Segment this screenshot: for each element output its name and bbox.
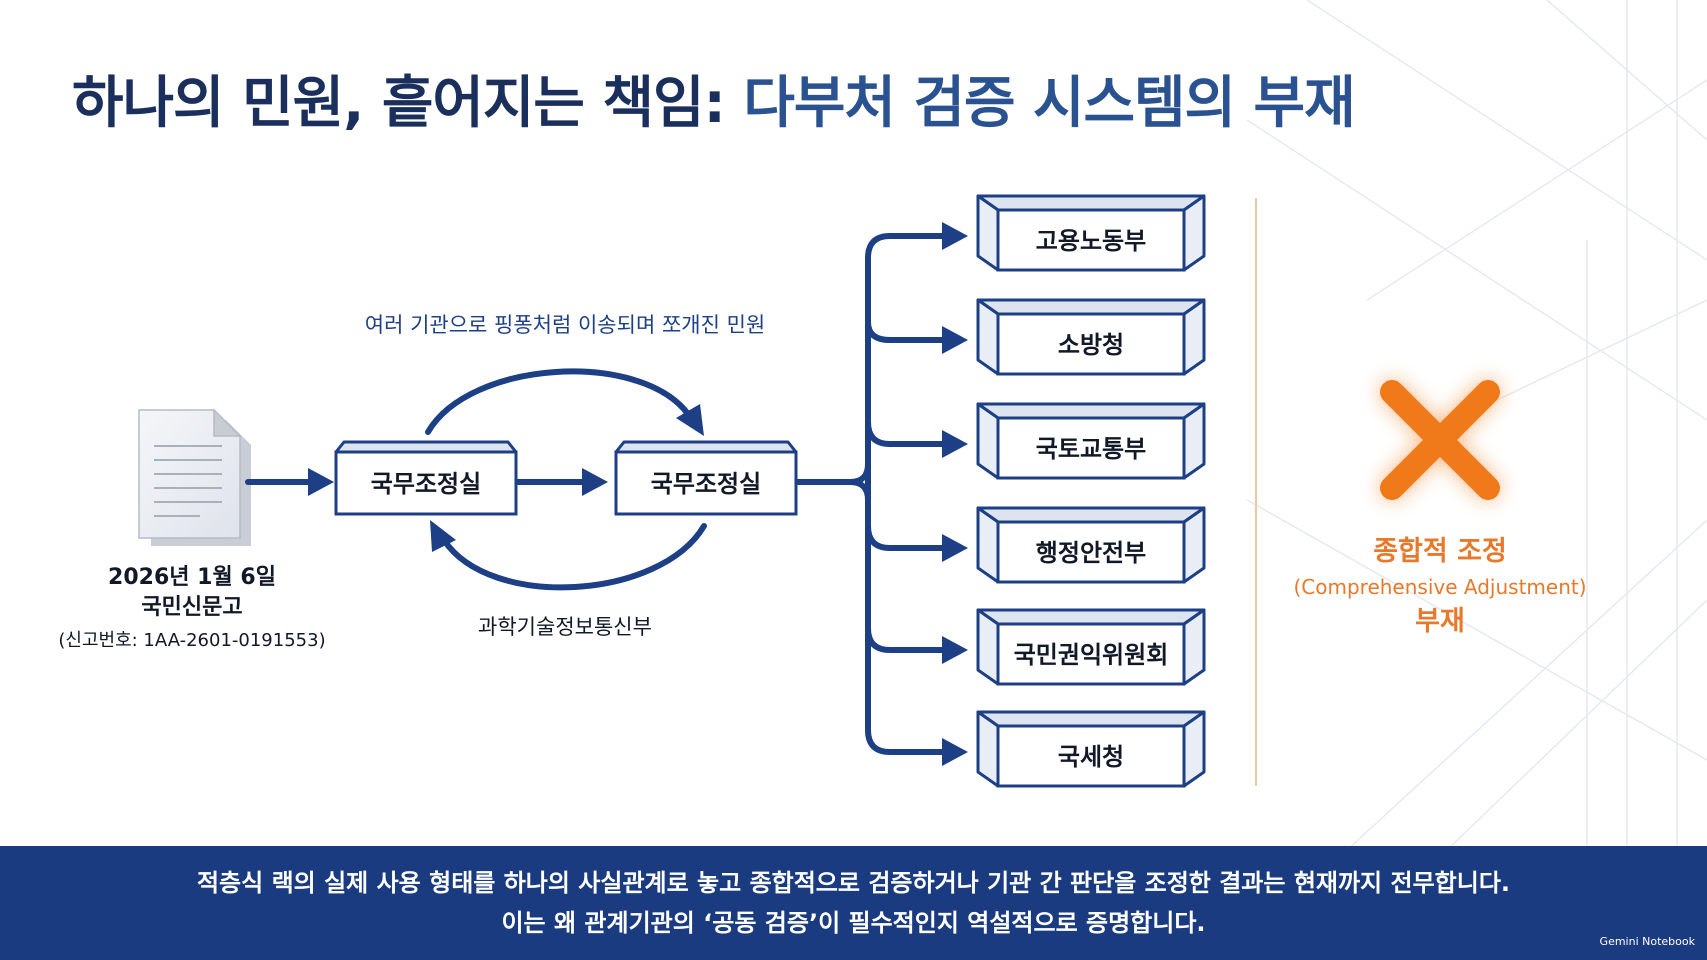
- agency-label-3: 국토교통부: [1036, 435, 1146, 463]
- pingpong-arrow-top: [425, 368, 704, 436]
- absence-line2: (Comprehensive Adjustment): [1293, 575, 1586, 599]
- agency-box-5: 국민권익위원회: [976, 608, 1206, 686]
- agency-box-4: 행정안전부: [976, 506, 1206, 584]
- footer-line2: 이는 왜 관계기관의 ‘공동 검증’이 필수적인지 역설적으로 증명합니다.: [501, 909, 1206, 937]
- box2-label: 국무조정실: [651, 470, 761, 498]
- arrow-box1-to-box2: [515, 468, 608, 496]
- absence-line3: 부재: [1415, 606, 1465, 637]
- agency-box-6: 국세청: [976, 710, 1206, 788]
- agency-label-2: 소방청: [1058, 331, 1124, 359]
- box1-label: 국무조정실: [371, 470, 481, 498]
- box-coordination-office-2: 국무조정실: [614, 440, 798, 516]
- x-mark-icon: [1380, 380, 1500, 500]
- absence-line1: 종합적 조정: [1373, 536, 1507, 567]
- branch-arrows: [795, 222, 968, 766]
- agency-label-5: 국민권익위원회: [1014, 641, 1169, 669]
- agency-box-2: 소방청: [976, 298, 1206, 376]
- pingpong-label: 여러 기관으로 핑퐁처럼 이송되며 쪼개진 민원: [365, 313, 765, 337]
- return-label: 과학기술정보통신부: [478, 615, 652, 639]
- box-coordination-office-1: 국무조정실: [334, 440, 518, 516]
- flow-diagram: 2026년 1월 6일 국민신문고 (신고번호: 1AA-2601-019155…: [58, 194, 1587, 788]
- title-part1: 하나의 민원, 흩어지는 책임:: [72, 71, 726, 136]
- arrow-doc-to-box1: [245, 468, 334, 496]
- document-icon: [138, 408, 251, 546]
- brand-label: Gemini Notebook: [1599, 935, 1695, 948]
- agency-label-1: 고용노동부: [1036, 227, 1146, 255]
- title-part2: 다부처 검증 시스템의 부재: [743, 71, 1355, 136]
- source-report-number: (신고번호: 1AA-2601-0191553): [58, 630, 325, 651]
- agency-box-1: 고용노동부: [976, 194, 1206, 272]
- agency-label-6: 국세청: [1058, 743, 1124, 771]
- background-grid: [1247, 0, 1707, 850]
- source-date: 2026년 1월 6일: [108, 565, 276, 590]
- footer-line1: 적층식 랙의 실제 사용 형태를 하나의 사실관계로 놓고 종합적으로 검증하거…: [196, 869, 1511, 897]
- pingpong-arrow-bottom: [430, 520, 707, 591]
- agency-label-4: 행정안전부: [1036, 539, 1146, 567]
- agency-box-3: 국토교통부: [976, 402, 1206, 480]
- footer-banner: 적층식 랙의 실제 사용 형태를 하나의 사실관계로 놓고 종합적으로 검증하거…: [0, 846, 1707, 960]
- source-channel: 국민신문고: [141, 595, 242, 620]
- page-title: 하나의 민원, 흩어지는 책임: 다부처 검증 시스템의 부재: [72, 58, 1356, 139]
